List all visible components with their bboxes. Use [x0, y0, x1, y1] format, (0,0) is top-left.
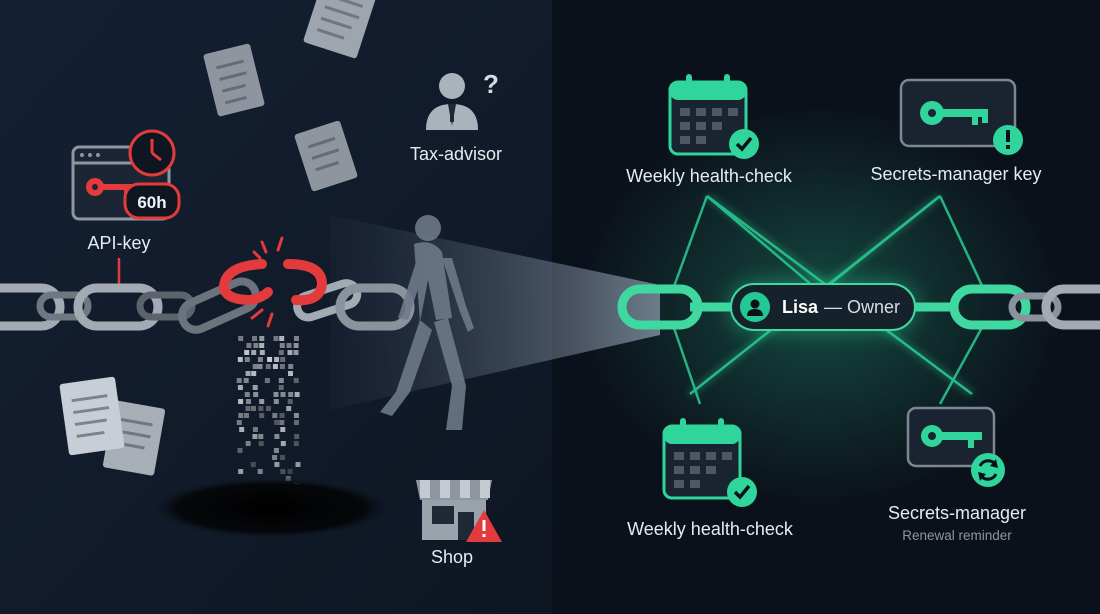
key-alert-icon — [899, 78, 1023, 155]
document-icon — [294, 120, 358, 192]
shop-label: Shop — [430, 547, 474, 567]
black-hole-icon — [153, 478, 389, 538]
secrets-manager-label: Secrets-manager — [887, 503, 1027, 523]
owner-name: Lisa — [782, 296, 819, 317]
clock-icon — [123, 129, 181, 220]
owner-role: — Owner — [824, 296, 901, 317]
calendar-check-icon — [662, 418, 757, 507]
shop-warning-icon — [416, 480, 502, 542]
break-spark-lines — [250, 236, 284, 328]
document-icon — [59, 376, 125, 456]
pixel-dissolve — [236, 336, 301, 502]
advisor-question-icon — [426, 73, 478, 130]
walking-person-icon — [380, 215, 474, 430]
api-timer-text: 60h — [137, 193, 166, 212]
question-mark: ? — [483, 69, 499, 99]
renewal-reminder-label: Renewal reminder — [902, 528, 1012, 543]
owner-badge[interactable]: Lisa — Owner — [730, 283, 916, 331]
document-icon — [303, 0, 377, 59]
right-chain — [617, 284, 1100, 330]
calendar-check-icon — [668, 74, 759, 159]
secrets-key-label: Secrets-manager key — [870, 164, 1042, 184]
key-renew-icon — [906, 406, 1005, 487]
broken-chain-link-icon — [218, 259, 328, 306]
tax-advisor-label: Tax-advisor — [409, 144, 503, 164]
api-key-label: API-key — [87, 233, 151, 253]
document-icon — [203, 43, 265, 117]
user-avatar-icon — [740, 292, 770, 322]
health-check-bottom-label: Weekly health-check — [627, 519, 793, 539]
health-check-top-label: Weekly health-check — [626, 166, 792, 186]
